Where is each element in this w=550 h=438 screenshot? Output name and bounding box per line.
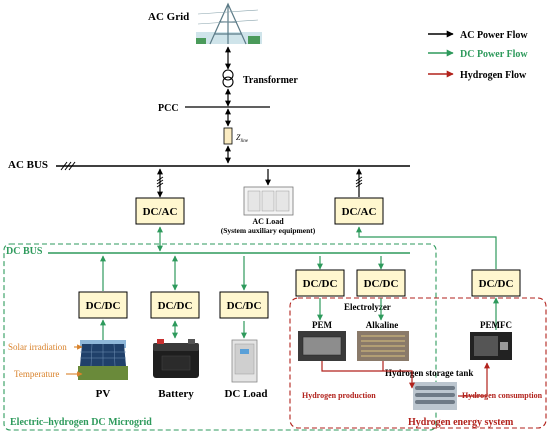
ac-bus-label: AC BUS (8, 159, 48, 171)
alkaline-electrolyzer-icon (357, 331, 409, 361)
solar-irradiation-label: Solar irradiation (8, 342, 67, 352)
pemfc-dcdc-label: DC/DC (479, 278, 514, 290)
hydrogen-system-label: Hydrogen energy system (408, 417, 514, 428)
legend: AC Power Flow DC Power Flow Hydrogen Flo… (428, 30, 528, 81)
dc-bus-label: DC BUS (6, 246, 43, 257)
battery-icon (153, 339, 199, 378)
dc-load-cabinet-icon (231, 339, 258, 383)
pv-dcdc-box (78, 291, 128, 319)
pemfc-dcdc-box (471, 269, 521, 297)
legend-h2-label: Hydrogen Flow (460, 70, 527, 81)
ac-load-cabinet-icon (243, 186, 294, 216)
transmission-tower-icon (196, 2, 262, 45)
pv-dcdc-label: DC/DC (86, 300, 121, 312)
pem-label: PEM (312, 320, 333, 330)
alkaline-label: Alkaline (366, 320, 399, 330)
line-impedance-resistor (223, 127, 233, 145)
pemfc-icon (470, 332, 512, 360)
transformer-icon (222, 69, 234, 88)
alkaline-dcdc-label: DC/DC (364, 278, 399, 290)
dc-load-label: DC Load (224, 388, 267, 400)
alkaline-dcdc-box (356, 269, 406, 297)
pemfc-label: PEMFC (480, 320, 512, 330)
battery-dcdc-box (150, 291, 200, 319)
pcc-label: PCC (158, 103, 179, 114)
pem-dcdc-box (295, 269, 345, 297)
battery-dcdc-label: DC/DC (158, 300, 193, 312)
ac-load-subtitle: (System auxiliary equipment) (221, 226, 316, 235)
battery-label: Battery (158, 388, 194, 400)
transformer-label: Transformer (243, 75, 298, 86)
solar-panel-icon (78, 340, 128, 380)
hydrogen-production-label: Hydrogen production (302, 391, 376, 400)
hydrogen-storage-tank-icon (413, 382, 457, 410)
line-impedance-label: Zline (236, 133, 249, 144)
inverter-right-box (334, 197, 384, 225)
pv-label: PV (96, 388, 111, 400)
storage-tank-label: Hydrogen storage tank (385, 368, 473, 378)
pem-dcdc-label: DC/DC (303, 278, 338, 290)
ac-grid-label: AC Grid (148, 11, 189, 23)
load-dcdc-box (219, 291, 269, 319)
three-phase-symbol (60, 161, 76, 171)
inverter-right-label: DC/AC (342, 206, 377, 218)
load-dcdc-label: DC/DC (227, 300, 262, 312)
microgrid-label: Electric–hydrogen DC Microgrid (10, 417, 152, 428)
electrolyzer-label: Electrolyzer (344, 302, 391, 312)
legend-dc-label: DC Power Flow (460, 49, 528, 60)
microgrid-boundary (3, 243, 437, 431)
inverter-left-box (135, 197, 185, 225)
inverter-left-label: DC/AC (143, 206, 178, 218)
ac-grid: AC Grid (148, 2, 262, 45)
ac-load-title: AC Load (252, 217, 284, 226)
hydrogen-consumption-label: Hydrogen consumption (462, 391, 543, 400)
pem-electrolyzer-icon (298, 331, 346, 361)
temperature-label: Temperature (14, 369, 59, 379)
legend-ac-label: AC Power Flow (460, 30, 528, 41)
hydrogen-system-boundary (289, 297, 547, 429)
